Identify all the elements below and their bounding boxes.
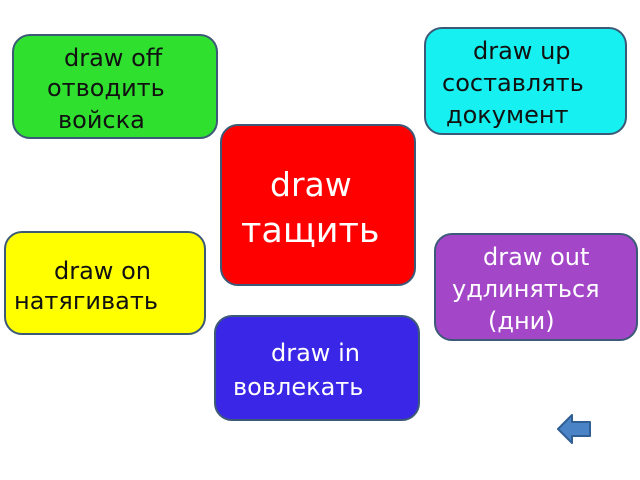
card-draw-russian: тащить [241,211,380,251]
card-draw-out[interactable]: draw out удлиняться (дни) [434,233,638,341]
card-draw-off-russian-line2: войска [58,106,145,134]
card-draw-in[interactable]: draw in вовлекать [214,315,420,421]
card-draw-up-english: draw up [473,37,571,65]
card-draw-in-russian: вовлекать [233,373,364,401]
card-draw-in-english: draw in [271,339,360,367]
card-draw-up-russian-line2: документ [446,101,569,129]
arrow-left-icon[interactable] [556,414,592,444]
card-draw-out-russian-line1: удлиняться [452,275,600,303]
card-draw-on[interactable]: draw on натягивать [4,231,206,335]
card-draw-up[interactable]: draw up составлять документ [424,27,627,135]
card-draw-off[interactable]: draw off отводить войска [12,34,218,139]
card-draw-off-russian-line1: отводить [47,74,165,102]
card-draw-on-russian: натягивать [14,287,158,315]
card-draw-out-russian-line2: (дни) [488,307,555,335]
card-draw-on-english: draw on [54,257,151,285]
card-draw-english: draw [270,165,352,204]
card-draw[interactable]: draw тащить [220,124,416,286]
card-draw-off-english: draw off [64,44,163,72]
card-draw-out-english: draw out [483,243,590,271]
card-draw-up-russian-line1: составлять [442,69,584,97]
